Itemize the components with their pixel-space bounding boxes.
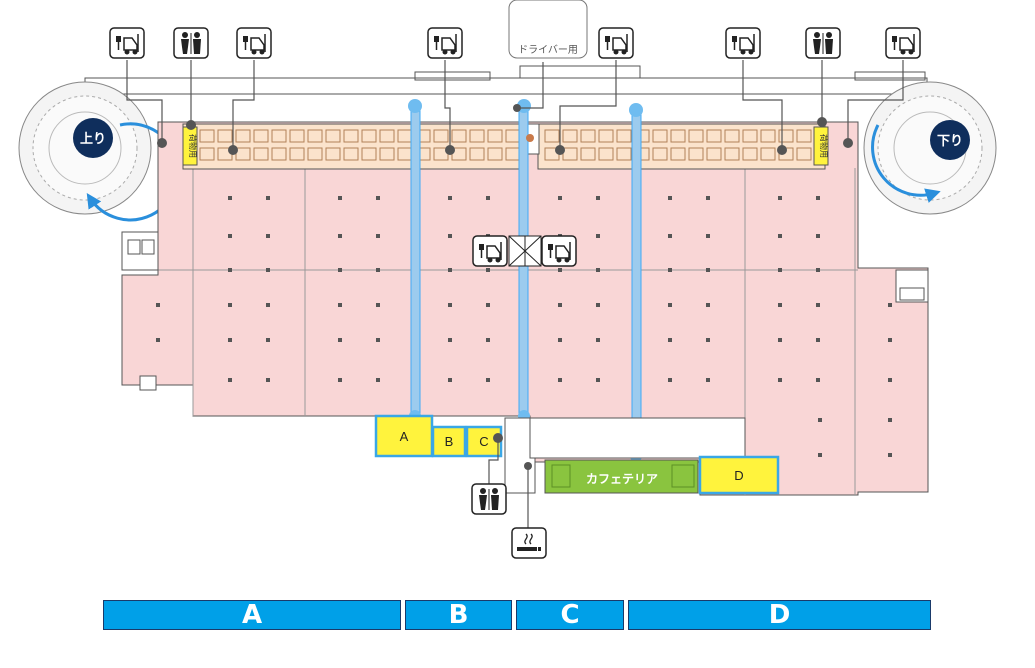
- forklift-charger-icon: [109, 27, 145, 59]
- freight-elevator-right-label: 荷物用: [819, 134, 829, 158]
- ramp-down-label: 下り: [937, 134, 963, 149]
- block-d-bar: D: [628, 600, 931, 630]
- stair-left: [121, 231, 159, 391]
- freight-elevator-right: [813, 126, 829, 166]
- restroom-icon: [805, 27, 841, 59]
- forklift-charger-icon: [541, 235, 577, 267]
- block-c-bar: C: [516, 600, 624, 630]
- office-section-a-label: A: [400, 429, 409, 444]
- cafeteria-label: カフェテリア: [586, 472, 658, 486]
- building-outline: [84, 65, 928, 101]
- stair-right: [895, 269, 929, 303]
- lower-area-outline: [504, 417, 746, 494]
- restroom-icon: [471, 483, 507, 515]
- office-section-b: [431, 425, 467, 458]
- cafeteria: カフェテリア: [544, 459, 699, 494]
- ramp-down: 下り: [863, 81, 997, 215]
- forklift-charger-icon: [598, 27, 634, 59]
- ramp-up: 上り: [18, 81, 180, 222]
- block-a-bar: A: [103, 600, 401, 630]
- ramp-down-badge: [930, 120, 970, 160]
- office-sections: A B C D: [374, 414, 780, 495]
- office-section-c-label: C: [479, 434, 488, 449]
- restroom-icon: [173, 27, 209, 59]
- forklift-charger-icon: [725, 27, 761, 59]
- forklift-charger-icon: [472, 235, 508, 267]
- smoking-area-icon: [511, 527, 547, 559]
- forklift-charger-icon: [427, 27, 463, 59]
- forklift-charger-icon: [885, 27, 921, 59]
- block-b-bar: B: [405, 600, 512, 630]
- truck-berth: 荷物用 荷物用: [182, 123, 829, 170]
- office-section-d: [698, 455, 780, 495]
- office-section-a: [374, 414, 434, 458]
- freight-elevator-left-label: 荷物用: [188, 134, 198, 158]
- driver-facility-callout: ドライバー用: [508, 0, 588, 59]
- leader-lines: [126, 60, 904, 530]
- leader-dots: [157, 104, 853, 470]
- forklift-charger-icon: [236, 27, 272, 59]
- ramp-up-badge: [73, 118, 113, 158]
- office-section-b-label: B: [445, 434, 454, 449]
- driver-facility-label: ドライバー用: [518, 44, 578, 56]
- office-section-d-label: D: [734, 468, 743, 483]
- ramp-up-label: 上り: [80, 132, 106, 147]
- shaft-marker: [508, 235, 542, 267]
